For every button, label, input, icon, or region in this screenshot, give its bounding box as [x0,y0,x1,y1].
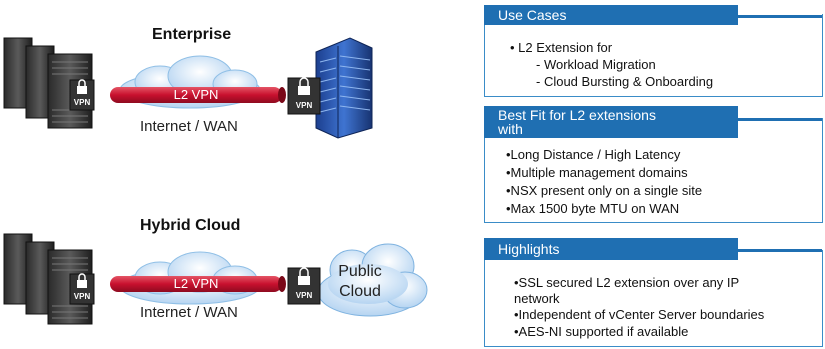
lock-icon: VPN [69,273,95,305]
hybrid-title: Hybrid Cloud [140,217,241,234]
enterprise-right-vpn-label: VPN [296,101,313,110]
network-diagram: VPN VPN [3,37,428,325]
best-fit-title-line2: with [498,121,523,137]
enterprise-title: Enterprise [152,26,232,43]
lock-icon: VPN [287,77,321,115]
highlights-header: Highlights [484,238,738,260]
lock-icon: VPN [287,267,321,305]
enterprise-left-vpn-label: VPN [74,98,91,107]
use-case-line-3: - Cloud Bursting & Onboarding [536,74,714,89]
hybrid-left-vpn-label: VPN [74,292,91,301]
use-cases-header: Use Cases [484,5,738,25]
best-fit-header-rule [738,118,822,121]
lock-icon: VPN [69,79,95,111]
hybrid-l2-vpn-tunnel [110,276,286,292]
hybrid-tunnel-label: L2 VPN [173,276,219,291]
best-fit-line-3: •NSX present only on a single site [506,183,703,198]
highlight-line-4: •AES-NI supported if available [514,324,689,339]
public-cloud-icon [317,243,428,317]
enterprise-tunnel-label: L2 VPN [173,87,219,102]
highlight-line-1: •SSL secured L2 extension over any IP [514,275,740,290]
hybrid-network-label: Internet / WAN [140,304,238,321]
enterprise-network-label: Internet / WAN [140,118,238,135]
highlights-panel [484,250,823,347]
highlight-line-2: network [514,291,560,306]
highlight-line-3: •Independent of vCenter Server boundarie… [514,307,765,322]
public-cloud-label-line1: Public [338,263,382,280]
enterprise-building [315,37,373,139]
enterprise-l2-vpn-tunnel [110,87,286,103]
best-fit-title-line1: Best Fit for L2 extensions [498,107,656,123]
best-fit-header: Best Fit for L2 extensions with [484,106,738,138]
public-cloud-label-line2: Cloud [339,283,381,300]
use-case-line-2: - Workload Migration [536,57,656,72]
best-fit-line-1: •Long Distance / High Latency [506,147,681,162]
hybrid-right-vpn-label: VPN [296,291,313,300]
use-cases-header-rule [738,15,822,18]
use-case-line-1: • L2 Extension for [510,40,613,55]
best-fit-line-2: •Multiple management domains [506,165,688,180]
public-cloud-label: Public Cloud [330,262,390,302]
best-fit-line-4: •Max 1500 byte MTU on WAN [506,201,680,216]
use-cases-panel [484,14,823,97]
highlights-header-rule [738,249,822,252]
